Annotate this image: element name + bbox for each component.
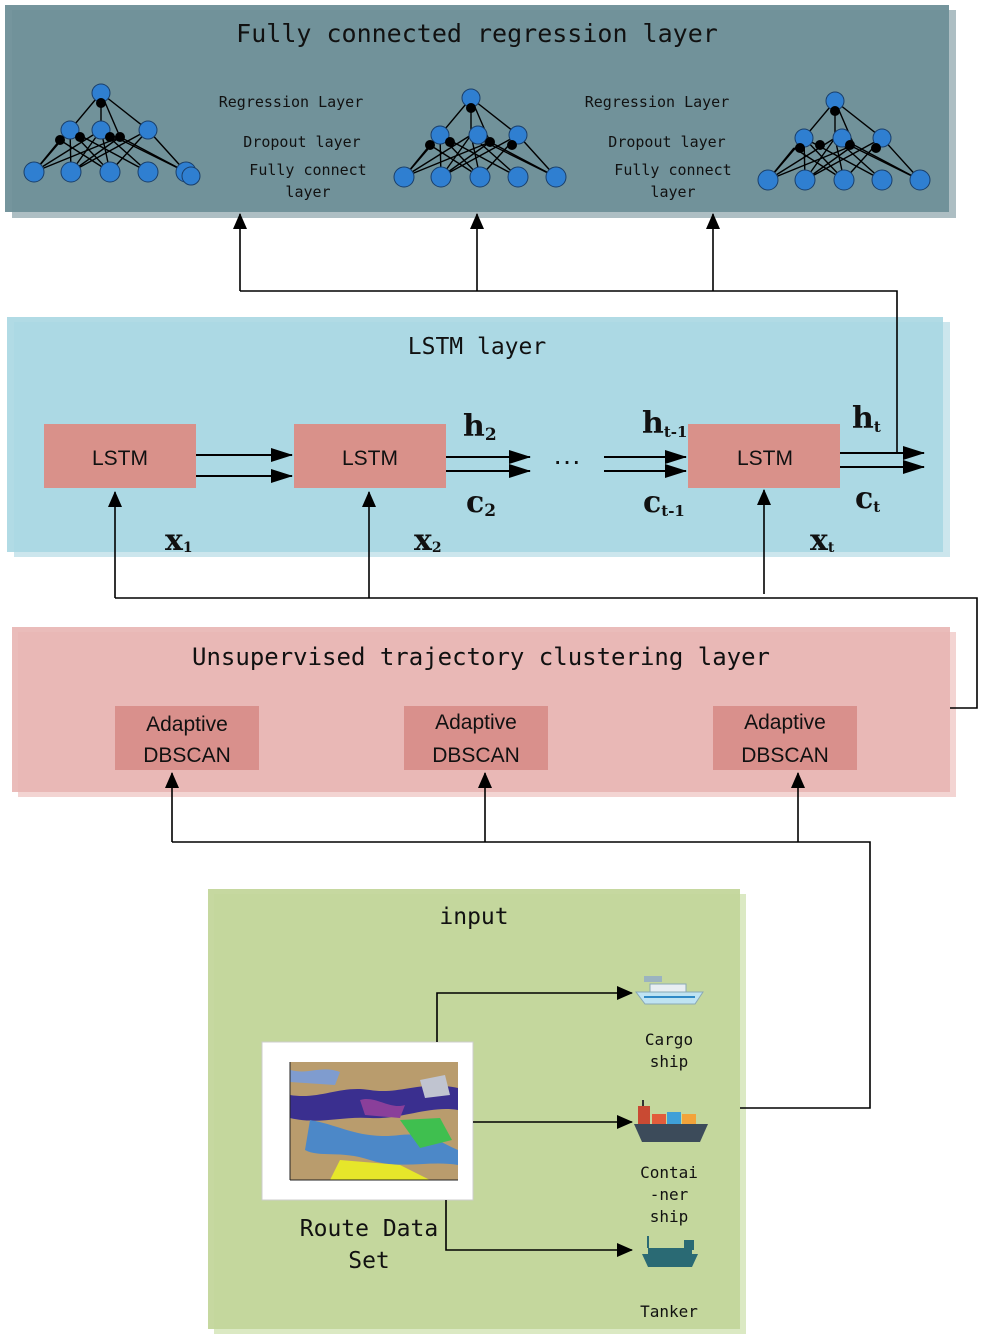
x1-label: x1 — [165, 523, 193, 558]
lstm-cell-label: LSTM — [737, 447, 793, 470]
connector-line — [172, 841, 871, 1109]
lstm-cell — [44, 424, 196, 488]
x2-label: x2 — [414, 523, 442, 558]
h2-label: h2 — [463, 409, 497, 445]
dbscan-label: Adaptive — [146, 713, 228, 736]
connector-arrow — [445, 1200, 633, 1257]
neural-net-icon — [757, 91, 931, 191]
cargo-ship-icon — [635, 976, 704, 1005]
fully-connect-label-line2: layer — [650, 183, 695, 201]
tanker-icon — [642, 1236, 698, 1267]
ship-label: ship — [650, 1207, 689, 1226]
dbscan-label-line2: DBSCAN — [741, 744, 829, 767]
dbscan-label-line2: DBSCAN — [432, 744, 520, 767]
dbscan-label: Adaptive — [435, 711, 517, 734]
dataset-label: Route Data — [300, 1216, 438, 1242]
clustering-panel-title: Unsupervised trajectory clustering layer — [192, 643, 770, 671]
ht-1-label: ht-1 — [642, 406, 687, 441]
c2-label: c2 — [466, 485, 496, 521]
fully-connect-label-line2: layer — [285, 183, 330, 201]
input-panel-title: input — [439, 904, 508, 930]
ship-label: Contai — [640, 1163, 698, 1182]
xt-label: xt — [810, 523, 835, 558]
dbscan-label: Adaptive — [744, 711, 826, 734]
dataset-label-line2: Set — [348, 1248, 390, 1274]
container-ship-icon — [634, 1100, 708, 1142]
ship-label: ship — [650, 1052, 689, 1071]
regression-panel: Fully connected regression layer — [5, 5, 956, 218]
input-panel: input Route Data Set Cargo ship — [208, 889, 746, 1334]
neural-net-icon — [23, 83, 201, 186]
connector-line — [115, 597, 978, 709]
ct-label: ct — [855, 481, 880, 516]
ship-label: Tanker — [640, 1302, 698, 1321]
dbscan-box — [404, 706, 548, 770]
fully-connect-label: Fully connect — [614, 161, 731, 179]
dbscan-box — [115, 706, 259, 770]
ht-label: ht — [852, 401, 881, 436]
regression-layer-label: Regression Layer — [585, 93, 730, 111]
ellipsis: ··· — [553, 445, 581, 476]
lstm-cell-label: LSTM — [342, 447, 398, 470]
connectors — [108, 213, 978, 1257]
lstm-cell-label: LSTM — [92, 447, 148, 470]
lstm-cell — [294, 424, 446, 488]
lstm-cell — [688, 424, 840, 488]
lstm-panel-title: LSTM layer — [408, 334, 546, 360]
clustering-panel: Unsupervised trajectory clustering layer… — [12, 627, 956, 797]
dropout-layer-label: Dropout layer — [243, 133, 360, 151]
connector-line — [240, 290, 898, 453]
neural-net-icon — [393, 88, 567, 188]
ship-label: -ner — [650, 1185, 689, 1204]
regression-layer-label: Regression Layer — [219, 93, 364, 111]
regression-panel-title: Fully connected regression layer — [236, 19, 718, 48]
dbscan-label-line2: DBSCAN — [143, 744, 231, 767]
dbscan-box — [713, 706, 857, 770]
route-map-icon — [261, 1041, 474, 1201]
ship-label: Cargo — [645, 1030, 693, 1049]
fully-connect-label: Fully connect — [249, 161, 366, 179]
connector-arrow — [436, 986, 633, 1042]
ct-1-label: ct-1 — [643, 485, 685, 520]
lstm-panel: LSTM layer LSTM LSTM LSTM ··· h2 c2 ht-1… — [7, 317, 950, 558]
dropout-layer-label: Dropout layer — [608, 133, 725, 151]
